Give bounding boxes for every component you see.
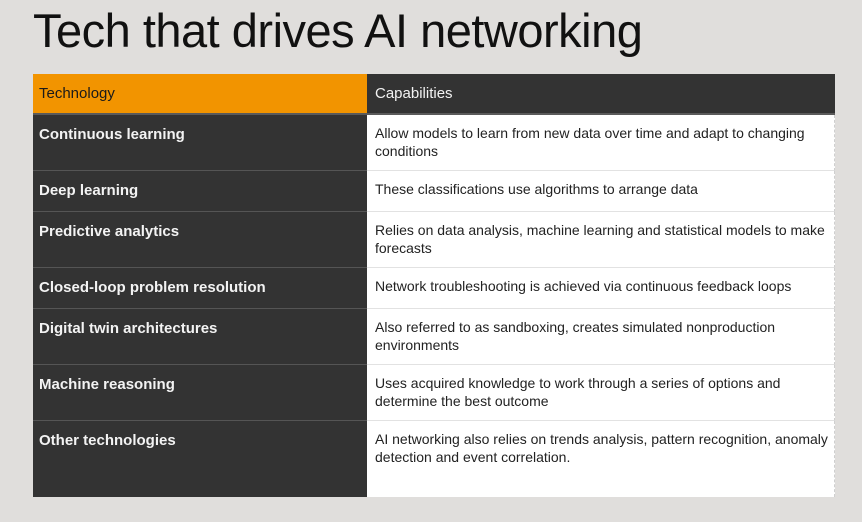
technology-cell: Digital twin architectures	[33, 309, 367, 365]
technology-cell: Continuous learning	[33, 115, 367, 171]
capabilities-cell: These classifications use algorithms to …	[367, 171, 835, 212]
capabilities-cell: AI networking also relies on trends anal…	[367, 421, 835, 497]
page-title: Tech that drives AI networking	[33, 4, 643, 57]
technology-table: Technology Capabilities Continuous learn…	[33, 74, 835, 497]
technology-cell: Machine reasoning	[33, 365, 367, 421]
capabilities-cell: Relies on data analysis, machine learnin…	[367, 212, 835, 268]
technology-cell: Other technologies	[33, 421, 367, 497]
capabilities-cell: Also referred to as sandboxing, creates …	[367, 309, 835, 365]
capabilities-cell: Network troubleshooting is achieved via …	[367, 268, 835, 309]
technology-cell: Closed-loop problem resolution	[33, 268, 367, 309]
header-capabilities: Capabilities	[367, 74, 835, 115]
table-header-row: Technology Capabilities	[33, 74, 835, 115]
header-technology: Technology	[33, 74, 367, 115]
capabilities-cell: Uses acquired knowledge to work through …	[367, 365, 835, 421]
technology-cell: Deep learning	[33, 171, 367, 212]
technology-cell: Predictive analytics	[33, 212, 367, 268]
capabilities-cell: Allow models to learn from new data over…	[367, 115, 835, 171]
